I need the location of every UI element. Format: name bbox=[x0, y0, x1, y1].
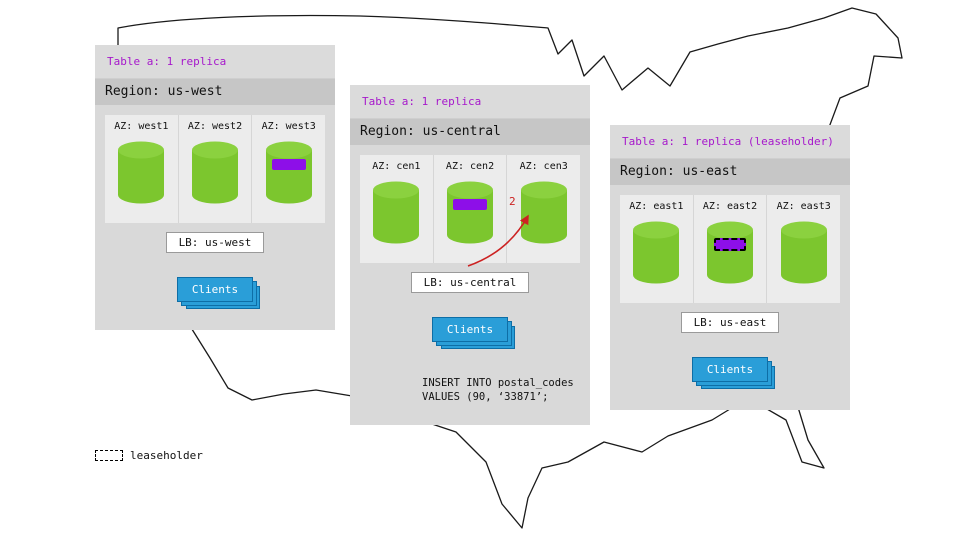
panel-us-central: Table a: 1 replica Region: us-central AZ… bbox=[350, 85, 590, 425]
region-header: Region: us-central bbox=[350, 119, 590, 145]
clients-row: Clients bbox=[610, 357, 850, 382]
az-cell-east1: AZ: east1 bbox=[620, 195, 694, 303]
clients-row: Clients bbox=[350, 317, 590, 342]
az-cell-east2: AZ: east2 bbox=[694, 195, 768, 303]
az-label: AZ: cen1 bbox=[372, 161, 421, 172]
replica-marker bbox=[271, 159, 306, 170]
az-row: AZ: west1 AZ: west2 AZ: west3 bbox=[105, 115, 325, 223]
lb-row: LB: us-east bbox=[610, 311, 850, 333]
database-cylinder-icon bbox=[371, 181, 421, 245]
replica-marker bbox=[453, 199, 487, 210]
az-label: AZ: cen2 bbox=[445, 161, 495, 172]
region-header: Region: us-west bbox=[95, 79, 335, 105]
lb-row: LB: us-central bbox=[350, 271, 590, 293]
az-label: AZ: west2 bbox=[187, 121, 243, 132]
panel-title: Table a: 1 replica bbox=[95, 45, 335, 79]
leaseholder-legend-swatch bbox=[95, 450, 123, 461]
database-cylinder-icon bbox=[779, 221, 829, 285]
az-label: AZ: west3 bbox=[261, 121, 316, 132]
az-label: AZ: east1 bbox=[629, 201, 684, 212]
az-row: AZ: east1 AZ: east2 AZ: east3 bbox=[620, 195, 840, 303]
az-cell-cen1: AZ: cen1 bbox=[360, 155, 434, 263]
clients-box: Clients bbox=[431, 317, 509, 342]
load-balancer-box: LB: us-east bbox=[680, 312, 780, 333]
clients-box: Clients bbox=[176, 277, 254, 302]
database-cylinder-icon bbox=[705, 221, 755, 285]
database-cylinder-icon bbox=[519, 181, 569, 245]
az-label: AZ: west1 bbox=[114, 121, 169, 132]
clients-row: Clients bbox=[95, 277, 335, 302]
load-balancer-box: LB: us-central bbox=[410, 272, 530, 293]
panel-us-west: Table a: 1 replica Region: us-west AZ: w… bbox=[95, 45, 335, 330]
panel-title: Table a: 1 replica bbox=[350, 85, 590, 119]
az-cell-west3: AZ: west3 bbox=[252, 115, 325, 223]
panel-us-east: Table a: 1 replica (leaseholder) Region:… bbox=[610, 125, 850, 410]
database-cylinder-icon bbox=[631, 221, 681, 285]
az-cell-cen3: AZ: cen3 bbox=[507, 155, 580, 263]
az-cell-east3: AZ: east3 bbox=[767, 195, 840, 303]
database-cylinder-icon bbox=[116, 141, 166, 205]
legend: leaseholder bbox=[95, 449, 203, 462]
az-label: AZ: cen3 bbox=[519, 161, 568, 172]
az-cell-cen2: AZ: cen2 bbox=[434, 155, 508, 263]
region-header: Region: us-east bbox=[610, 159, 850, 185]
leaseholder-marker bbox=[714, 238, 746, 251]
clients-box: Clients bbox=[691, 357, 769, 382]
sql-line-1: INSERT INTO postal_codes bbox=[422, 377, 574, 389]
leaseholder-legend-label: leaseholder bbox=[130, 449, 203, 462]
database-cylinder-icon bbox=[190, 141, 240, 205]
database-cylinder-icon bbox=[445, 181, 495, 245]
panel-title: Table a: 1 replica (leaseholder) bbox=[610, 125, 850, 159]
az-cell-west1: AZ: west1 bbox=[105, 115, 179, 223]
az-row: AZ: cen1 AZ: cen2 AZ: cen3 bbox=[360, 155, 580, 263]
az-label: AZ: east2 bbox=[702, 201, 758, 212]
database-cylinder-icon bbox=[264, 141, 314, 205]
load-balancer-box: LB: us-west bbox=[165, 232, 265, 253]
sql-line-2: VALUES (90, ‘33871’; bbox=[422, 391, 549, 403]
lb-row: LB: us-west bbox=[95, 231, 335, 253]
az-label: AZ: east3 bbox=[776, 201, 831, 212]
az-cell-west2: AZ: west2 bbox=[179, 115, 253, 223]
